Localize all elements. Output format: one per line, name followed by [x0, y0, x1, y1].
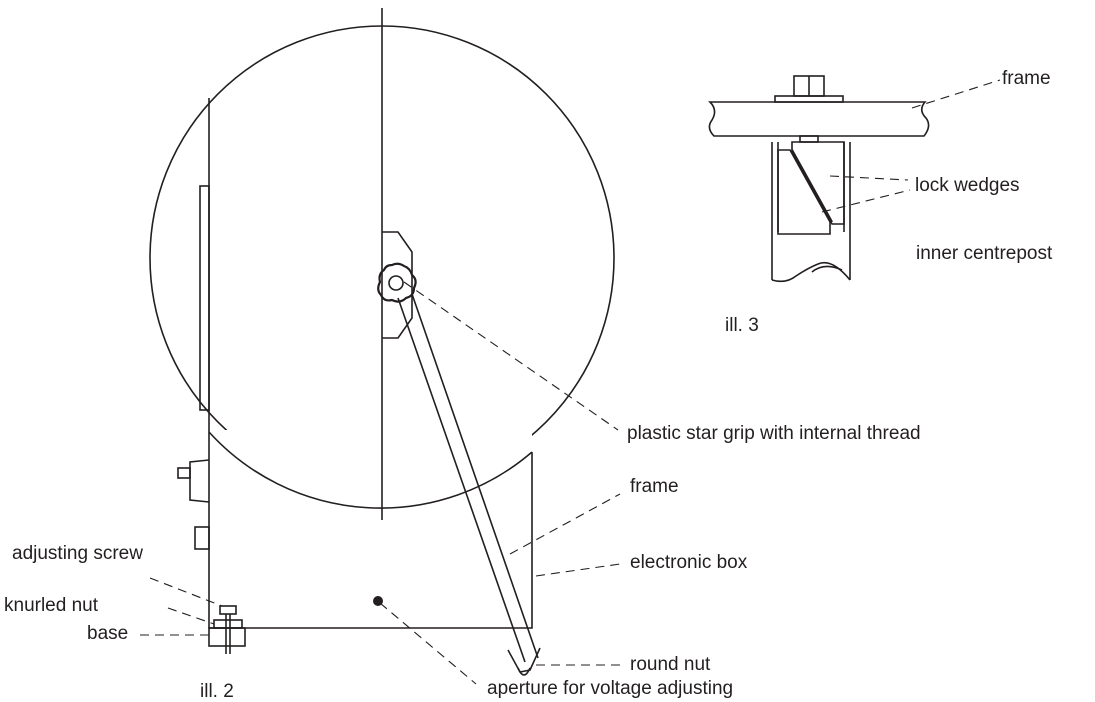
- leader-knurled-nut: [167, 607, 215, 625]
- label-lock-wedges: lock wedges: [915, 175, 1020, 196]
- lock-wedge-lower: [777, 149, 831, 235]
- leader-frame-top: [911, 79, 1001, 109]
- connector-upper: [189, 459, 210, 503]
- star-grip-centre: [388, 275, 404, 291]
- centrepost-tube: [771, 142, 851, 280]
- leader-frame-mid: [509, 493, 621, 555]
- label-aperture: aperture for voltage adjusting: [487, 678, 734, 699]
- label-base: base: [87, 623, 129, 644]
- frame-rod: [397, 293, 539, 663]
- lock-detail-illustration: [708, 75, 930, 283]
- hub-bracket: [382, 231, 413, 339]
- leader-lock-wedge-2: [821, 189, 911, 213]
- round-nut-shape: [507, 647, 541, 673]
- connector-lower: [194, 526, 210, 550]
- label-frame-top: frame: [1002, 68, 1051, 89]
- figure-label-ill2: ill. 2: [200, 681, 234, 702]
- label-adjusting-screw: adjusting screw: [12, 543, 143, 564]
- leader-star-grip: [403, 281, 619, 431]
- connector-pin: [177, 467, 191, 479]
- figure-label-ill3: ill. 3: [725, 315, 759, 336]
- adjusting-screw-head: [219, 605, 237, 615]
- leader-aperture: [379, 602, 477, 685]
- bolt-shaft: [799, 135, 819, 143]
- wedge-split: [791, 149, 833, 223]
- label-inner-centrepost: inner centrepost: [916, 243, 1053, 264]
- label-frame-mid: frame: [630, 476, 679, 497]
- label-knurled-nut: knurled nut: [4, 595, 99, 616]
- centrepost-break-inner: [811, 265, 843, 273]
- electronic-box-body: [209, 430, 532, 629]
- bolt-washer: [774, 95, 844, 103]
- device-illustration: [149, 8, 615, 676]
- frame-plate: [708, 101, 930, 137]
- lock-wedge-upper: [791, 141, 845, 225]
- leader-lines: [140, 79, 1001, 685]
- base-foot: [208, 627, 246, 647]
- label-round-nut: round nut: [630, 654, 711, 675]
- label-electronic-box: electronic box: [630, 552, 748, 573]
- leader-lock-wedge-1: [829, 175, 909, 181]
- label-star-grip: plastic star grip with internal thread: [627, 423, 921, 444]
- disc-lower-arc: [208, 431, 533, 509]
- leader-adjusting-screw: [149, 577, 223, 607]
- side-panel: [199, 185, 210, 411]
- round-nut-tip: [517, 667, 531, 676]
- leader-electronic-box: [535, 563, 621, 577]
- star-grip-shape: [377, 262, 417, 303]
- centrepost-break: [771, 261, 851, 283]
